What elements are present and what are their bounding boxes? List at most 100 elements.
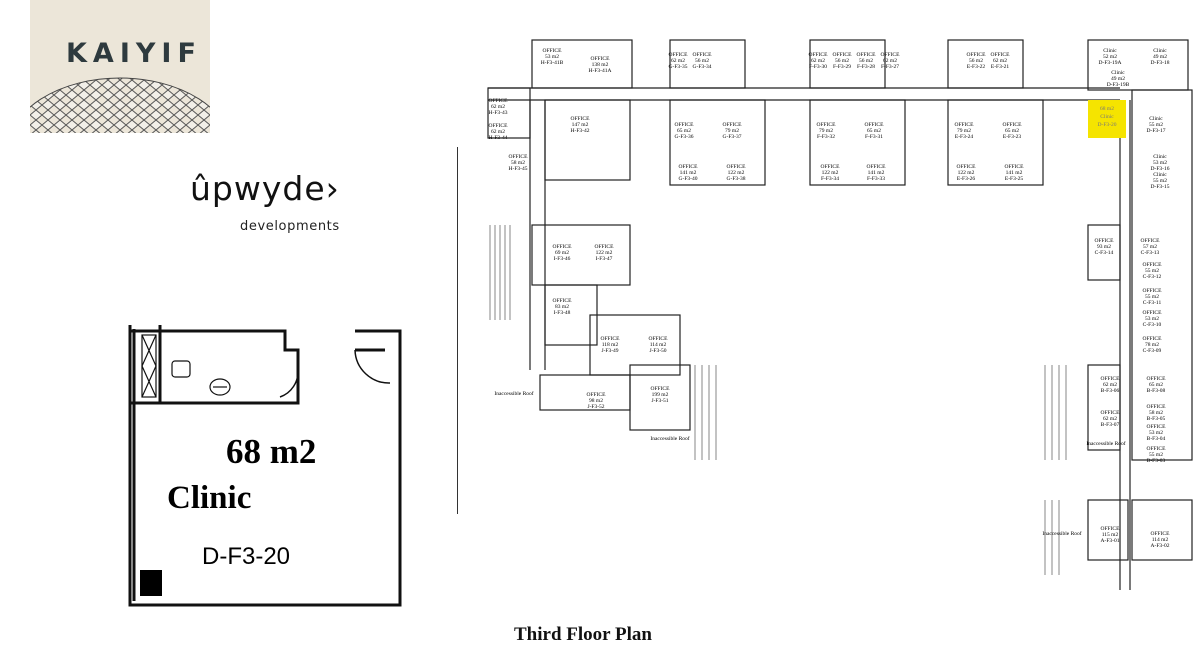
- room-label-text: C-F3-13: [1141, 250, 1160, 256]
- room-label-text: 65 m2: [867, 128, 881, 134]
- roof-label: Inaccessible Roof: [1086, 440, 1125, 447]
- unit-code: D-F3-20: [202, 543, 291, 570]
- room-label-text: A-F3-02: [1151, 543, 1170, 549]
- room-label-text: 58 m2: [1149, 410, 1163, 416]
- room-label-text: H-F3-44: [489, 135, 508, 141]
- room-label-text: OFFICE: [591, 56, 611, 62]
- room-label-text: OFFICE: [543, 48, 563, 54]
- room-label-text: 55 m2: [1149, 122, 1163, 128]
- highlight-unit-label: Clinic: [1100, 114, 1114, 120]
- room-label-text: OFFICE: [1101, 376, 1121, 382]
- room-label-text: OFFICE: [1095, 238, 1115, 244]
- room-label-text: E-F3-24: [955, 134, 974, 140]
- room-label-text: 141 m2: [680, 170, 697, 176]
- room-label-text: E-F3-22: [967, 64, 986, 70]
- room-label-text: E-F3-26: [957, 176, 976, 182]
- room-label-text: E-F3-23: [1003, 134, 1022, 140]
- room-label-text: OFFICE: [651, 386, 671, 392]
- room-label-text: 53 m2: [545, 54, 559, 60]
- room-label-text: 53 m2: [1149, 430, 1163, 436]
- room-label-text: OFFICE: [1147, 404, 1167, 410]
- room-label-text: 55 m2: [1145, 268, 1159, 274]
- room-label-text: OFFICE: [881, 52, 901, 58]
- room-label-text: B-F3-06: [1101, 388, 1120, 394]
- room-label-text: 141 m2: [868, 170, 885, 176]
- room-label-text: OFFICE: [509, 154, 529, 160]
- room-label-text: OFFICE: [1141, 238, 1161, 244]
- room-label-text: OFFICE: [967, 52, 987, 58]
- room-label-text: OFFICE: [1151, 531, 1171, 537]
- room-label-text: 115 m2: [1102, 532, 1119, 538]
- room-label-text: OFFICE: [957, 164, 977, 170]
- room-label-text: I-F3-46: [554, 256, 571, 262]
- room-label-text: 52 m2: [1103, 54, 1117, 60]
- room-label-text: 199 m2: [652, 392, 669, 398]
- room-label-text: 122 m2: [728, 170, 745, 176]
- room-label-text: F-F3-31: [865, 134, 883, 140]
- unit-area: 68 m2: [226, 432, 317, 471]
- room-label-text: 55 m2: [1149, 452, 1163, 458]
- roof-label: Inaccessible Roof: [650, 435, 689, 442]
- room-label-text: 141 m2: [1006, 170, 1023, 176]
- room-label-text: G-F3-37: [723, 134, 742, 140]
- room-label-text: Clinic: [1103, 48, 1117, 54]
- room-label-text: B-F3-04: [1147, 436, 1166, 442]
- lattice-sphere-image: [30, 77, 210, 133]
- room-label-text: C-F3-14: [1095, 250, 1114, 256]
- room-label-text: 83 m2: [555, 304, 569, 310]
- unit-detail-plan: 68 m2 Clinic D-F3-20: [120, 325, 410, 610]
- room-label-text: Clinic: [1153, 48, 1167, 54]
- room-label-text: 53 m2: [1145, 316, 1159, 322]
- room-label-text: 79 m2: [957, 128, 971, 134]
- room-label-text: OFFICE: [727, 164, 747, 170]
- room-label-text: 93 m2: [1097, 244, 1111, 250]
- room-label-text: OFFICE: [1147, 376, 1167, 382]
- room-label-text: Clinic: [1149, 116, 1163, 122]
- plan-caption: Third Floor Plan: [514, 624, 652, 645]
- roof-hatching: [489, 225, 1067, 575]
- room-label-text: C-F3-09: [1143, 348, 1162, 354]
- room-label-text: OFFICE: [1005, 164, 1025, 170]
- room-label-text: OFFICE: [723, 122, 743, 128]
- room-label-text: 49 m2: [1111, 76, 1125, 82]
- room-label-text: OFFICE: [571, 116, 591, 122]
- room-label-text: C-F3-12: [1143, 274, 1162, 280]
- room-label-text: OFFICE: [1003, 122, 1023, 128]
- room-label-text: OFFICE: [1101, 410, 1121, 416]
- room-label-text: G-F3-40: [679, 176, 698, 182]
- room-label-text: 62 m2: [491, 129, 505, 135]
- room-label-text: Clinic: [1153, 154, 1167, 160]
- room-label-text: F-F3-34: [821, 176, 839, 182]
- room-label-text: OFFICE: [679, 164, 699, 170]
- room-label-text: F-F3-30: [809, 64, 827, 70]
- room-label-text: 56 m2: [859, 58, 873, 64]
- room-label-text: D-F3-15: [1151, 184, 1170, 190]
- room-label-text: OFFICE: [595, 244, 615, 250]
- room-label-text: 62 m2: [491, 104, 505, 110]
- room-label-text: H-F3-41A: [589, 68, 612, 74]
- room-label-text: OFFICE: [867, 164, 887, 170]
- room-label-text: OFFICE: [1147, 424, 1167, 430]
